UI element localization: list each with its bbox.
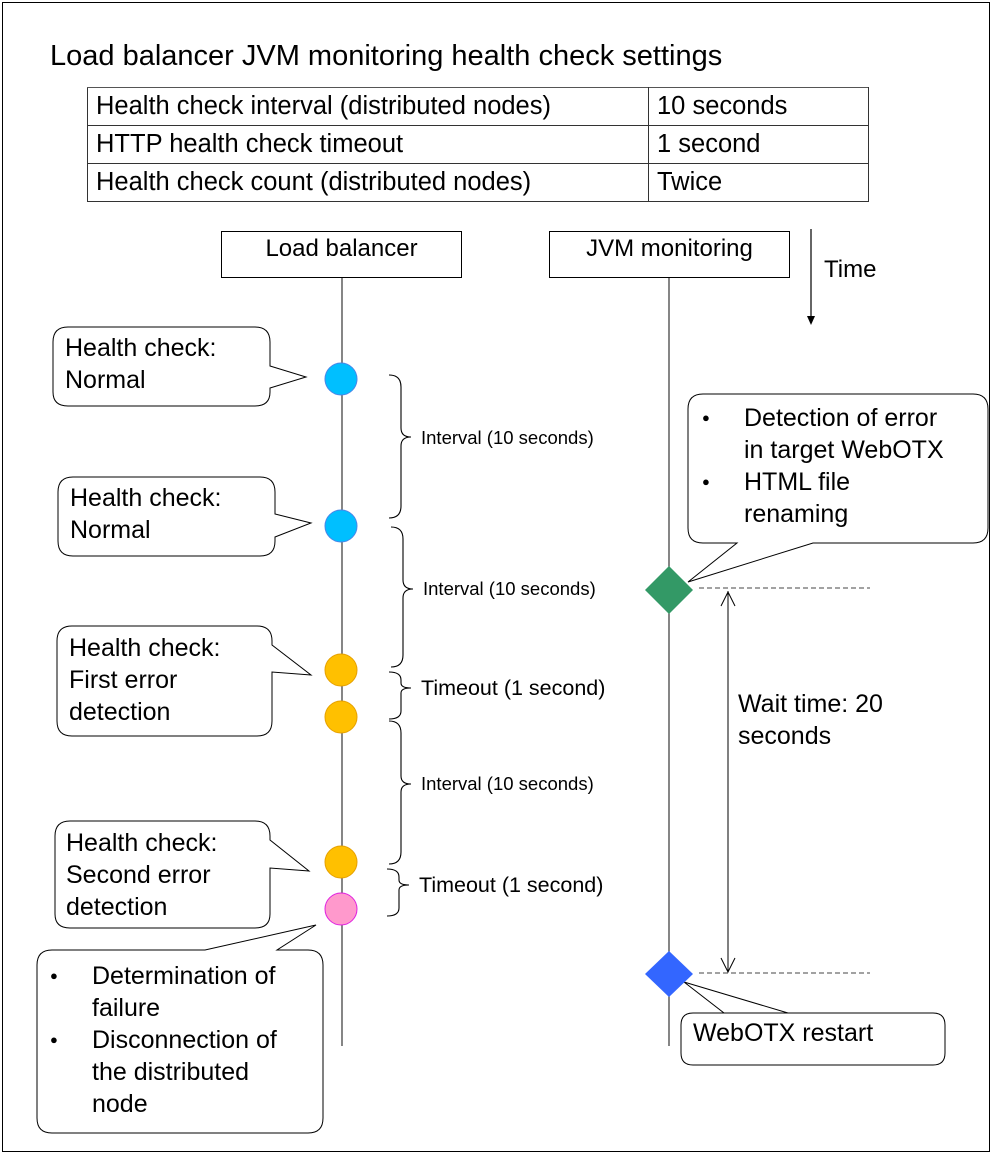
callout-line: Normal xyxy=(70,516,151,544)
interval-label: Interval (10 seconds) xyxy=(421,427,594,448)
lane-header-load-balancer: Load balancer xyxy=(221,231,462,278)
jvm-detection-note: Detection of error in target WebOTX HTML… xyxy=(690,402,944,530)
note-line: renaming xyxy=(744,500,849,528)
note-line: the distributed xyxy=(92,1058,250,1086)
timeout-brace xyxy=(388,671,412,720)
callout-line: First error xyxy=(69,666,178,694)
health-check-error-marker xyxy=(324,653,358,687)
error-detection-diamond xyxy=(645,566,693,614)
callout-line: Health check: xyxy=(70,484,222,512)
timeout-label: Timeout (1 second) xyxy=(419,873,604,897)
timeout-label: Timeout (1 second) xyxy=(421,676,606,700)
note-line: node xyxy=(92,1090,148,1118)
setting-key: HTTP health check timeout xyxy=(87,125,649,164)
wait-time-label: Wait time: 20 seconds xyxy=(738,688,883,752)
lane-header-jvm-monitoring: JVM monitoring xyxy=(549,231,790,278)
interval-label: Interval (10 seconds) xyxy=(421,773,594,794)
setting-value: 1 second xyxy=(648,125,869,164)
failure-determination-marker xyxy=(324,892,358,926)
restart-diamond xyxy=(645,951,693,997)
failure-note: Determination of failure Disconnection o… xyxy=(38,960,277,1120)
interval-brace xyxy=(388,720,412,865)
health-check-normal-marker xyxy=(324,362,358,396)
callout-line: detection xyxy=(69,698,171,726)
callout-bubble xyxy=(52,326,308,407)
callout-line: Second error xyxy=(66,861,211,889)
callout-bubble xyxy=(56,625,313,737)
note-line: Detection of error xyxy=(744,404,938,432)
interval-brace xyxy=(390,526,414,668)
health-check-normal-marker xyxy=(324,509,358,543)
interval-brace xyxy=(388,374,412,519)
note-line: in target WebOTX xyxy=(744,436,944,464)
timeout-brace xyxy=(386,868,410,917)
callout-text: Health check: Second error detection xyxy=(66,827,217,923)
setting-key: Health check count (distributed nodes) xyxy=(87,163,649,202)
wait-time-line: Wait time: 20 xyxy=(738,690,883,718)
wait-time-line: seconds xyxy=(738,722,832,750)
callout-text: Health check: Normal xyxy=(65,332,216,396)
callout-bubble xyxy=(54,820,311,929)
setting-value: Twice xyxy=(648,163,869,202)
detection-note-item: HTML file renaming xyxy=(690,466,944,530)
callout-line: Health check: xyxy=(65,334,217,362)
failure-note-item: Determination of failure xyxy=(38,960,277,1024)
failure-note-item: Disconnection of the distributed node xyxy=(38,1024,277,1120)
callout-line: detection xyxy=(66,893,168,921)
callout-text: Health check: Normal xyxy=(70,482,221,546)
callout-bubble xyxy=(57,476,313,557)
note-line: Determination of xyxy=(92,962,276,990)
callout-line: Health check: xyxy=(66,829,218,857)
callout-text: Health check: First error detection xyxy=(69,632,220,728)
detection-note-item: Detection of error in target WebOTX xyxy=(690,402,944,466)
table-row: Health check count (distributed nodes) T… xyxy=(87,163,869,202)
note-line: failure xyxy=(92,994,161,1022)
interval-label: Interval (10 seconds) xyxy=(423,578,596,599)
note-line: Disconnection of xyxy=(92,1026,277,1054)
health-check-timeout-marker xyxy=(324,700,358,734)
diagram-title: Load balancer JVM monitoring health chec… xyxy=(50,40,723,72)
callout-line: Health check: xyxy=(69,634,221,662)
callout-line: Normal xyxy=(65,366,146,394)
note-line: HTML file xyxy=(744,468,851,496)
time-arrow-icon xyxy=(807,229,815,325)
health-check-error-marker xyxy=(324,845,358,879)
settings-table: Health check interval (distributed nodes… xyxy=(87,87,869,202)
table-row: HTTP health check timeout 1 second xyxy=(87,125,869,164)
restart-note: WebOTX restart xyxy=(693,1019,874,1047)
wait-time-arrow-icon xyxy=(720,590,736,974)
time-axis-label: Time xyxy=(824,256,877,283)
